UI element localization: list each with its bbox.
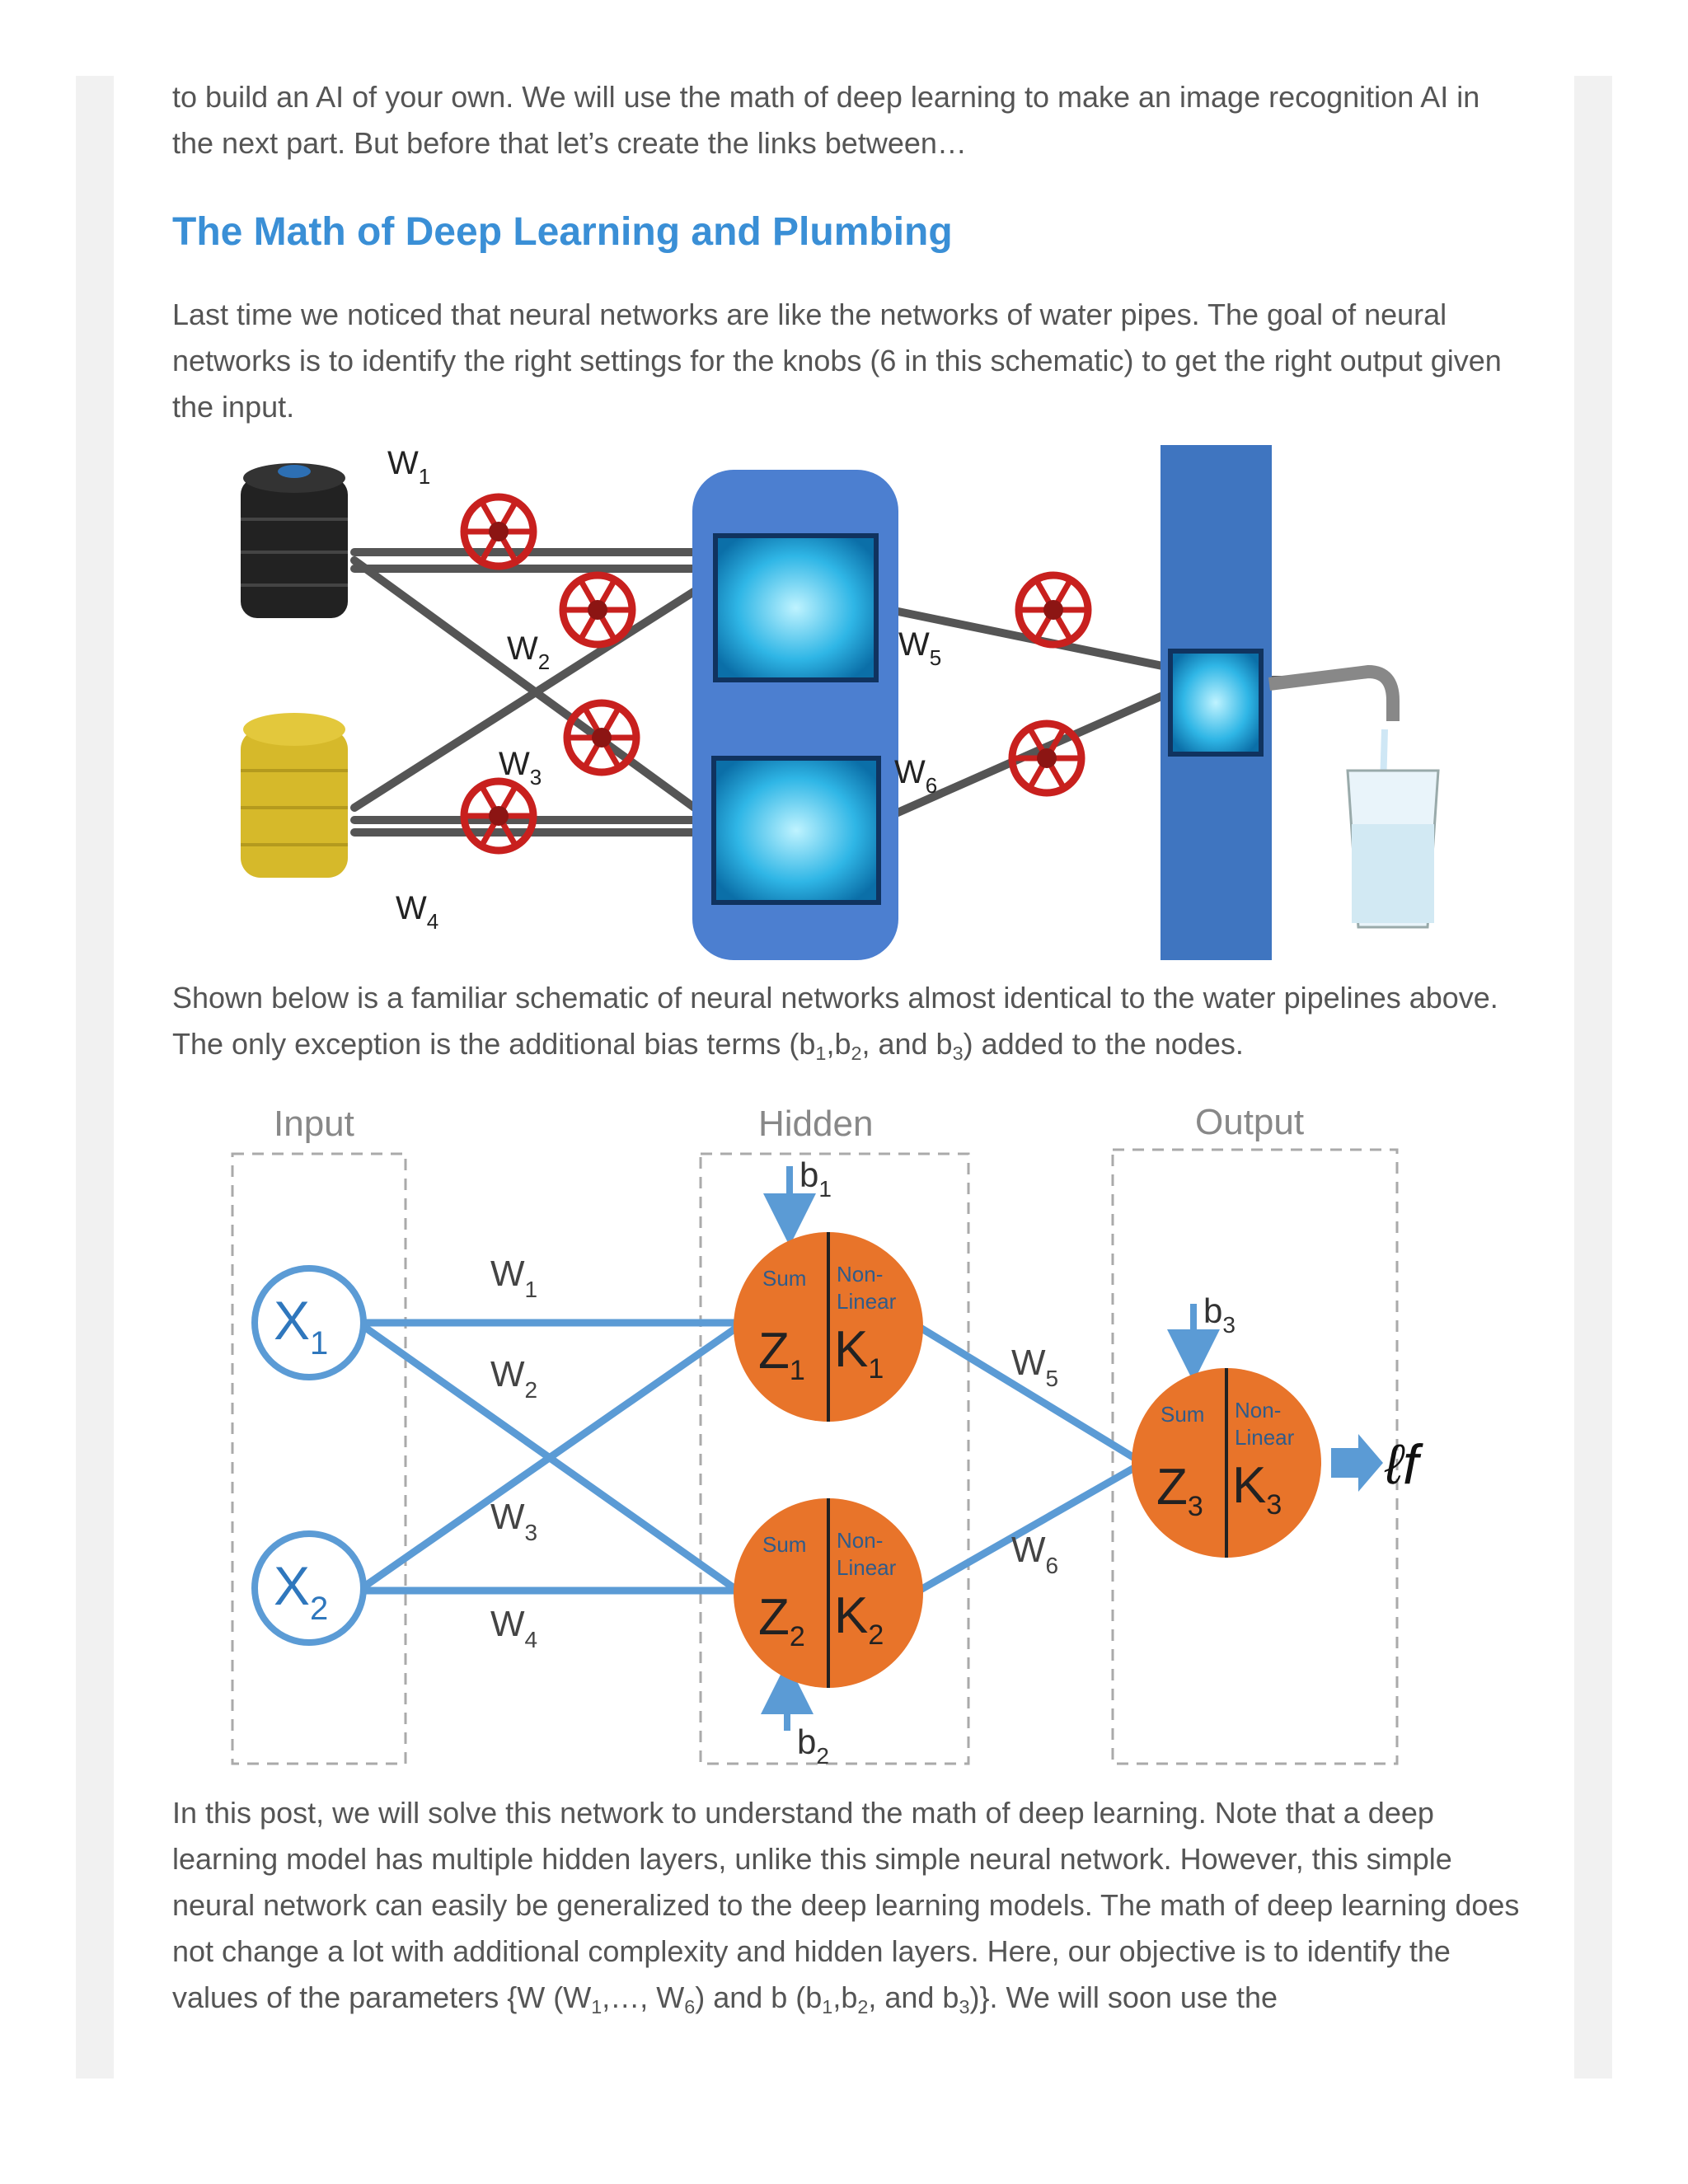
svg-text:K2: K2: [834, 1587, 884, 1651]
svg-text:Sum: Sum: [762, 1266, 806, 1291]
svg-text:Z3: Z3: [1156, 1459, 1203, 1522]
yellow-water-tank: [241, 713, 348, 878]
pipe-label-w3: W3: [499, 746, 542, 790]
blue-container: [692, 470, 898, 960]
pipe-label-w2: W2: [507, 630, 550, 674]
left-gutter: [76, 76, 114, 2079]
weight-label-w2: W2: [490, 1354, 537, 1403]
paragraph-plumbing: Last time we noticed that neural network…: [172, 298, 1502, 424]
black-water-tank: [241, 463, 348, 618]
valve-w5-icon: [1019, 575, 1088, 644]
input-layer-box: [231, 1152, 407, 1765]
weight-label-w4: W4: [490, 1604, 537, 1652]
hidden-node-2: Sum Non- Linear Z2 K2: [734, 1498, 923, 1688]
loss-function-symbol: ℓf: [1384, 1433, 1423, 1496]
paragraph-deep-learning: In this post, we will solve this network…: [172, 1796, 1520, 2018]
svg-text:Sum: Sum: [762, 1532, 806, 1557]
weight-label-w1: W1: [490, 1254, 537, 1302]
water-glass-icon: [1346, 769, 1440, 929]
input-layer-label: Input: [274, 1104, 354, 1144]
svg-text:Sum: Sum: [1160, 1402, 1204, 1427]
neural-network-diagram: Input Hidden Output X1 X2 W1 W2 W3 W4 W5…: [231, 1102, 1423, 1769]
section-title: The Math of Deep Learning and Plumbing: [172, 210, 953, 254]
svg-text:Z2: Z2: [758, 1589, 805, 1652]
hidden-layer-box: [699, 1152, 970, 1765]
weight-label-w5: W5: [1011, 1343, 1058, 1391]
svg-text:K1: K1: [834, 1321, 884, 1385]
weight-label-w3: W3: [490, 1497, 537, 1545]
hidden-node-1: Sum Non- Linear Z1 K1: [734, 1232, 923, 1422]
weight-label-w6: W6: [1011, 1530, 1058, 1578]
svg-text:X2: X2: [274, 1555, 328, 1627]
svg-text:Linear: Linear: [1235, 1425, 1295, 1450]
svg-text:Z1: Z1: [758, 1323, 805, 1386]
valve-w4-icon: [464, 781, 533, 851]
bias-label-b1: b1: [799, 1155, 832, 1202]
paragraph-schematic: Shown below is a familiar schematic of n…: [172, 981, 1498, 1065]
svg-text:Non-: Non-: [837, 1262, 883, 1286]
svg-text:Non-: Non-: [1235, 1398, 1281, 1422]
connections: [362, 1319, 1138, 1595]
output-arrow-icon: [1331, 1434, 1383, 1492]
valve-w2-icon: [563, 575, 632, 644]
water-pipes-figure: W1 W2 W3 W4 W5 W6: [241, 445, 1440, 960]
output-layer-label: Output: [1195, 1102, 1304, 1142]
input-node-x1: X1: [251, 1265, 367, 1380]
input-node-x2: X2: [251, 1530, 367, 1646]
svg-text:X1: X1: [274, 1290, 328, 1361]
blue-tiled-column: [1160, 445, 1272, 960]
svg-text:Linear: Linear: [837, 1289, 897, 1314]
pipe-label-w4: W4: [396, 890, 438, 934]
output-layer-box: [1111, 1148, 1399, 1765]
valve-w6-icon: [1012, 724, 1081, 793]
pipe-label-w6: W6: [894, 754, 937, 798]
bias-label-b2: b2: [797, 1722, 829, 1769]
pipe-label-w1: W1: [387, 445, 430, 489]
right-gutter: [1574, 76, 1612, 2079]
svg-text:Non-: Non-: [837, 1528, 883, 1553]
svg-text:K3: K3: [1232, 1457, 1282, 1521]
bias-label-b3: b3: [1203, 1291, 1236, 1338]
intro-paragraph: to build an AI of your own. We will use …: [172, 80, 1480, 160]
pipe-label-w5: W5: [898, 626, 941, 670]
svg-text:Linear: Linear: [837, 1555, 897, 1580]
valve-w3-icon: [567, 703, 636, 772]
output-node-3: Sum Non- Linear Z3 K3: [1132, 1368, 1321, 1558]
hidden-layer-label: Hidden: [758, 1104, 873, 1144]
